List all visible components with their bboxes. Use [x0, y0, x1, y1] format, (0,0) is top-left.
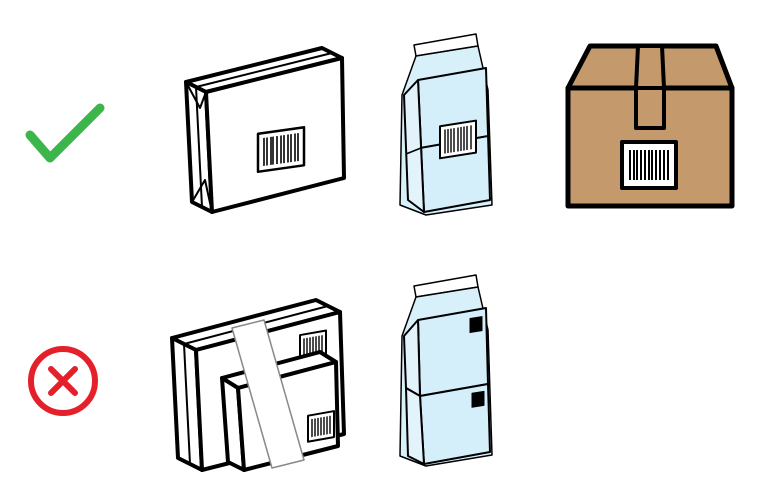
poly-bag-multiple-barcodes-icon — [399, 274, 493, 467]
barcode-icon — [263, 133, 299, 167]
flat-box-single-barcode-icon — [184, 46, 346, 214]
taped-boxes-multiple-barcodes-icon — [170, 298, 346, 472]
poly-bag-single-barcode-icon — [399, 33, 493, 216]
cardboard-box-single-barcode-icon — [565, 43, 735, 209]
row-incorrect — [28, 274, 493, 472]
cross-circle-icon — [28, 346, 98, 416]
row-correct — [25, 33, 735, 216]
checkmark-icon — [25, 103, 105, 163]
